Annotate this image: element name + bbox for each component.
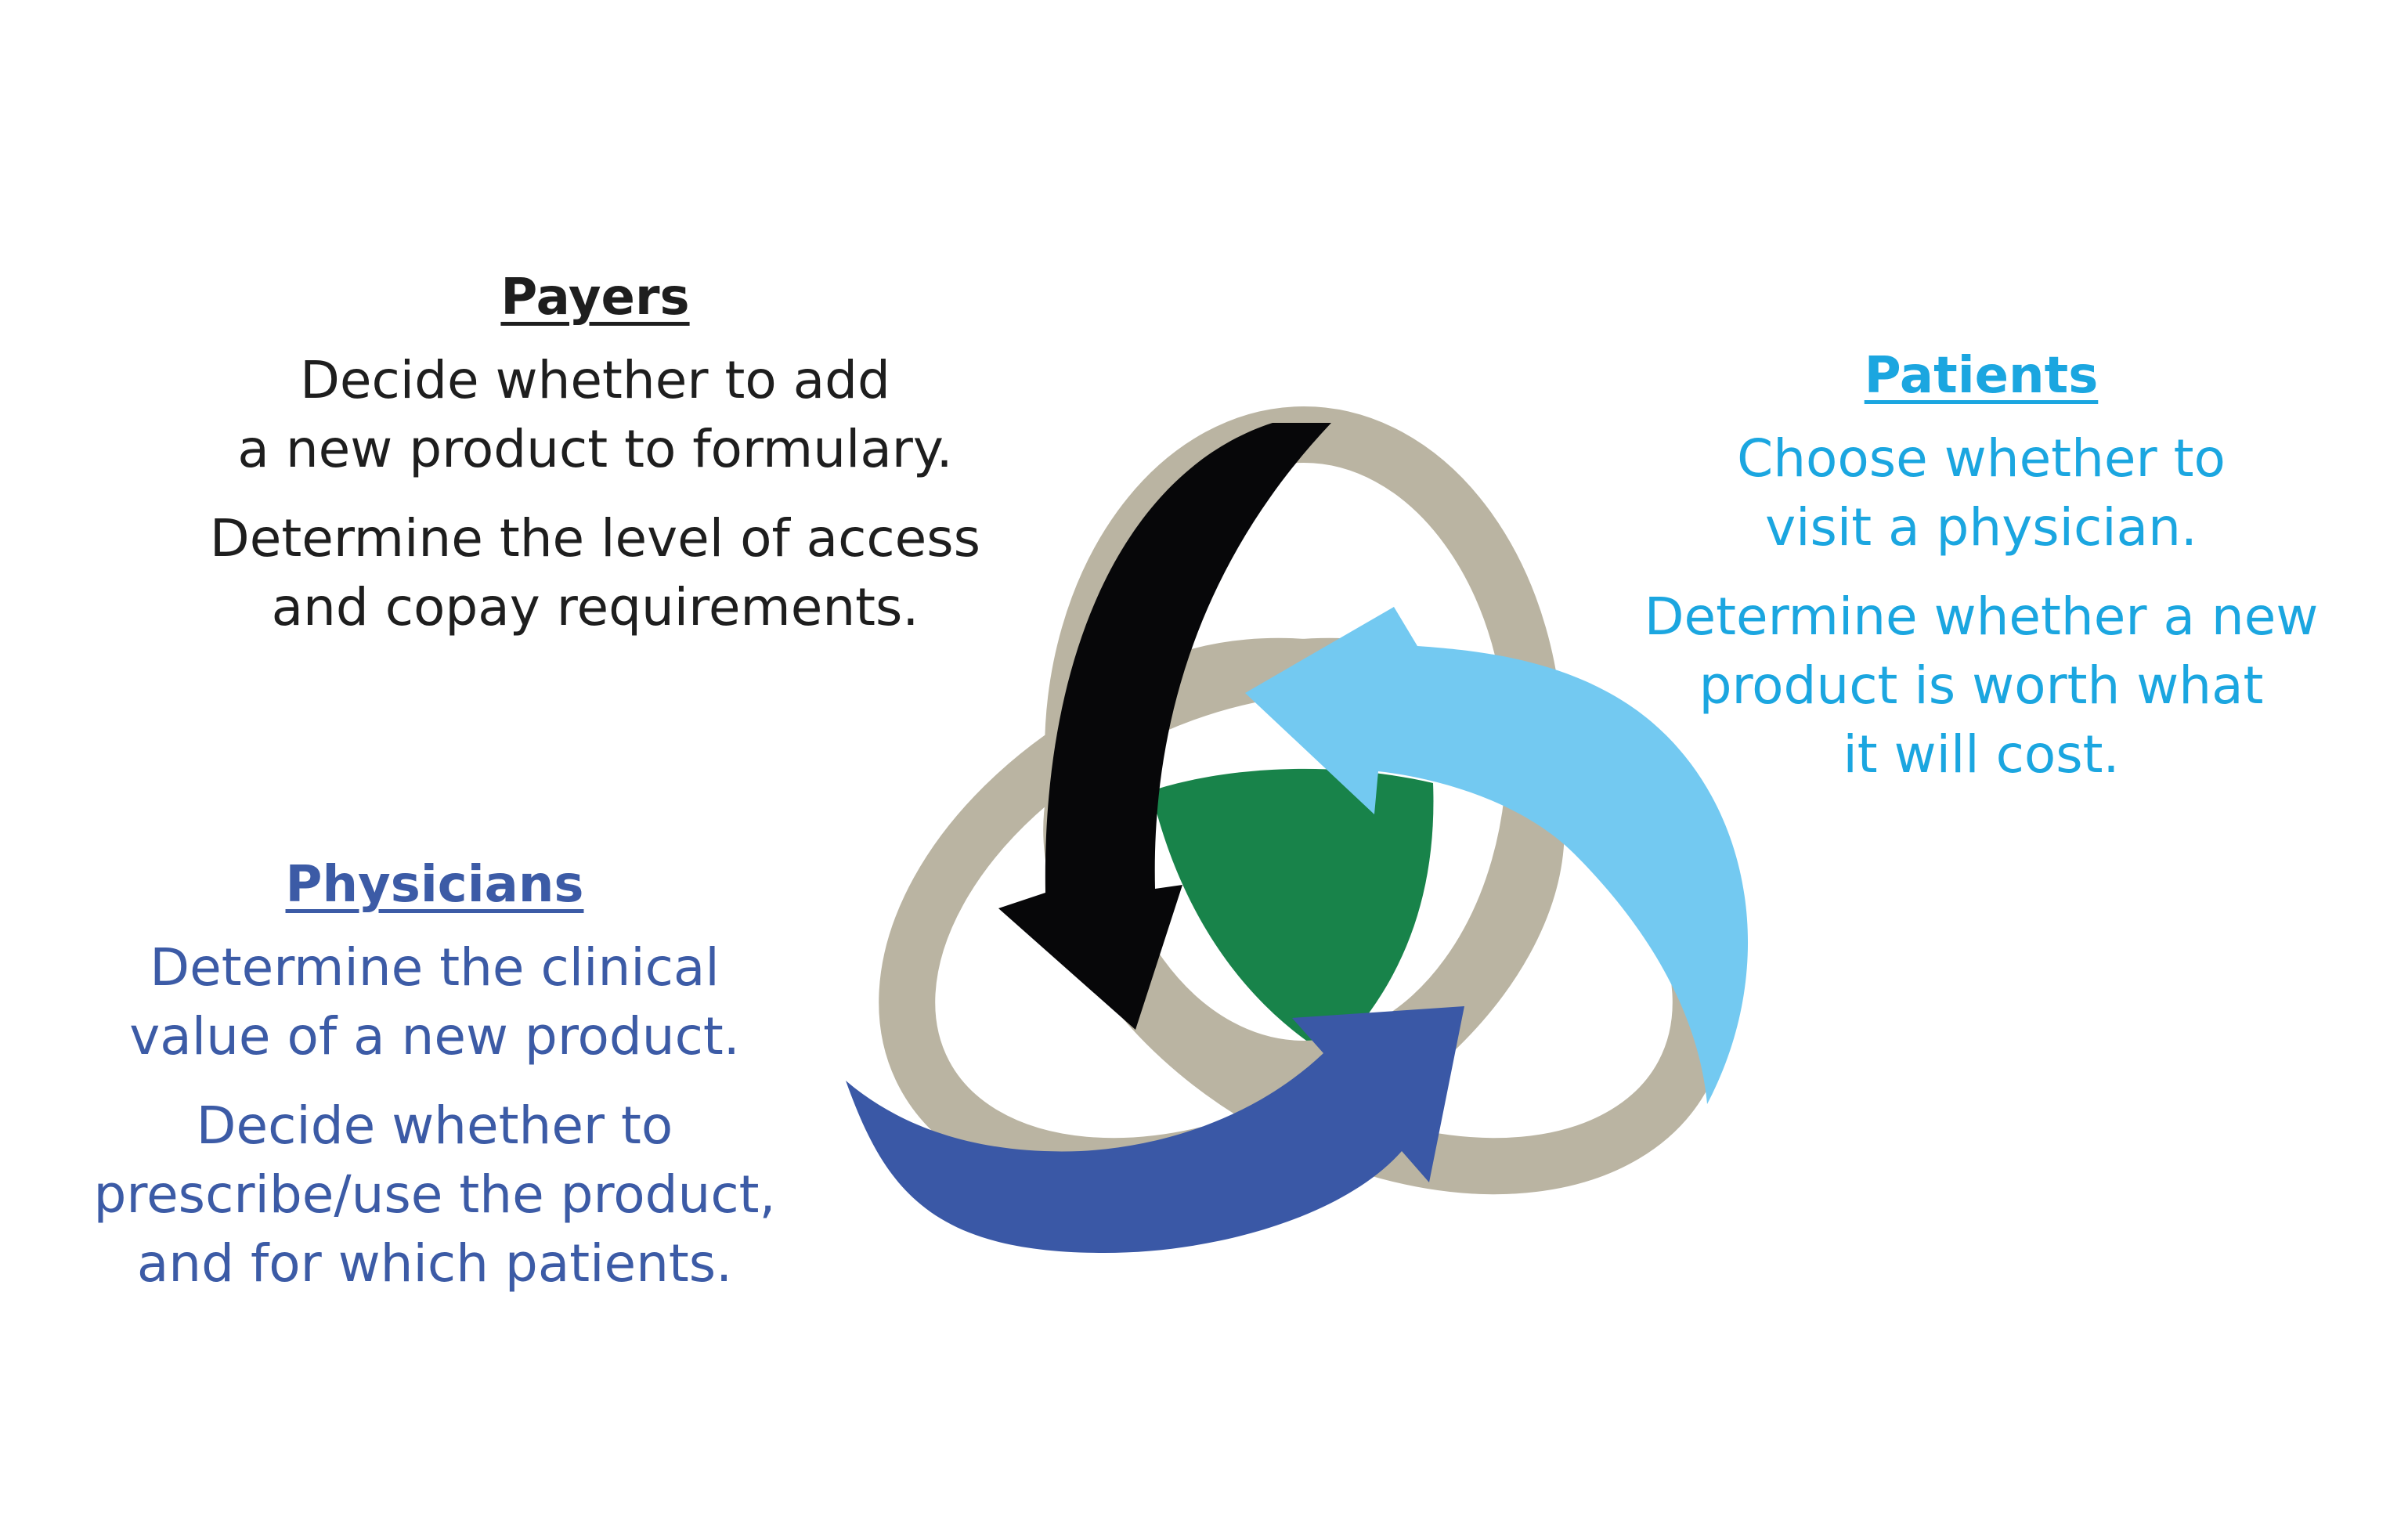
patients-line: visit a physician.: [1765, 497, 2197, 558]
payers-paragraph-2: Determine the level of access and copay …: [141, 504, 1049, 642]
payers-line: Determine the level of access: [209, 508, 981, 568]
stakeholder-cycle-diagram: [846, 406, 1749, 1253]
payers-line: a new product to formulary.: [237, 419, 953, 479]
patients-line: Choose whether to: [1737, 428, 2226, 489]
physicians-line: value of a new product.: [129, 1006, 740, 1067]
black-arrow: [998, 423, 1331, 1030]
patients-block: Patients Choose whether to visit a physi…: [1590, 345, 2373, 810]
payers-paragraph-1: Decide whether to add a new product to f…: [141, 346, 1049, 484]
dark-blue-arrow: [846, 1006, 1464, 1253]
physicians-paragraph-1: Determine the clinical value of a new pr…: [31, 933, 838, 1071]
payers-heading: Payers: [500, 269, 690, 327]
patients-heading: Patients: [1864, 347, 2099, 405]
physicians-paragraph-2: Decide whether to prescribe/use the prod…: [31, 1092, 838, 1298]
patients-paragraph-2: Determine whether a new product is worth…: [1590, 583, 2373, 789]
physicians-block: Physicians Determine the clinical value …: [31, 854, 838, 1319]
patients-line: Determine whether a new: [1644, 587, 2319, 647]
patients-paragraph-1: Choose whether to visit a physician.: [1590, 424, 2373, 562]
patients-line: product is worth what: [1699, 655, 2264, 716]
physicians-line: Determine the clinical: [150, 937, 720, 998]
patients-line: it will cost.: [1843, 724, 2120, 785]
physicians-line: Decide whether to: [196, 1095, 673, 1156]
payers-line: and copay requirements.: [271, 577, 919, 637]
payers-line: Decide whether to add: [300, 350, 890, 410]
physicians-line: prescribe/use the product,: [93, 1164, 776, 1225]
physicians-heading: Physicians: [285, 856, 584, 914]
payers-block: Payers Decide whether to add a new produ…: [141, 266, 1049, 662]
physicians-line: and for which patients.: [136, 1233, 733, 1294]
light-blue-arrow: [1245, 607, 1749, 1104]
center-triangle: [1151, 768, 1434, 1057]
